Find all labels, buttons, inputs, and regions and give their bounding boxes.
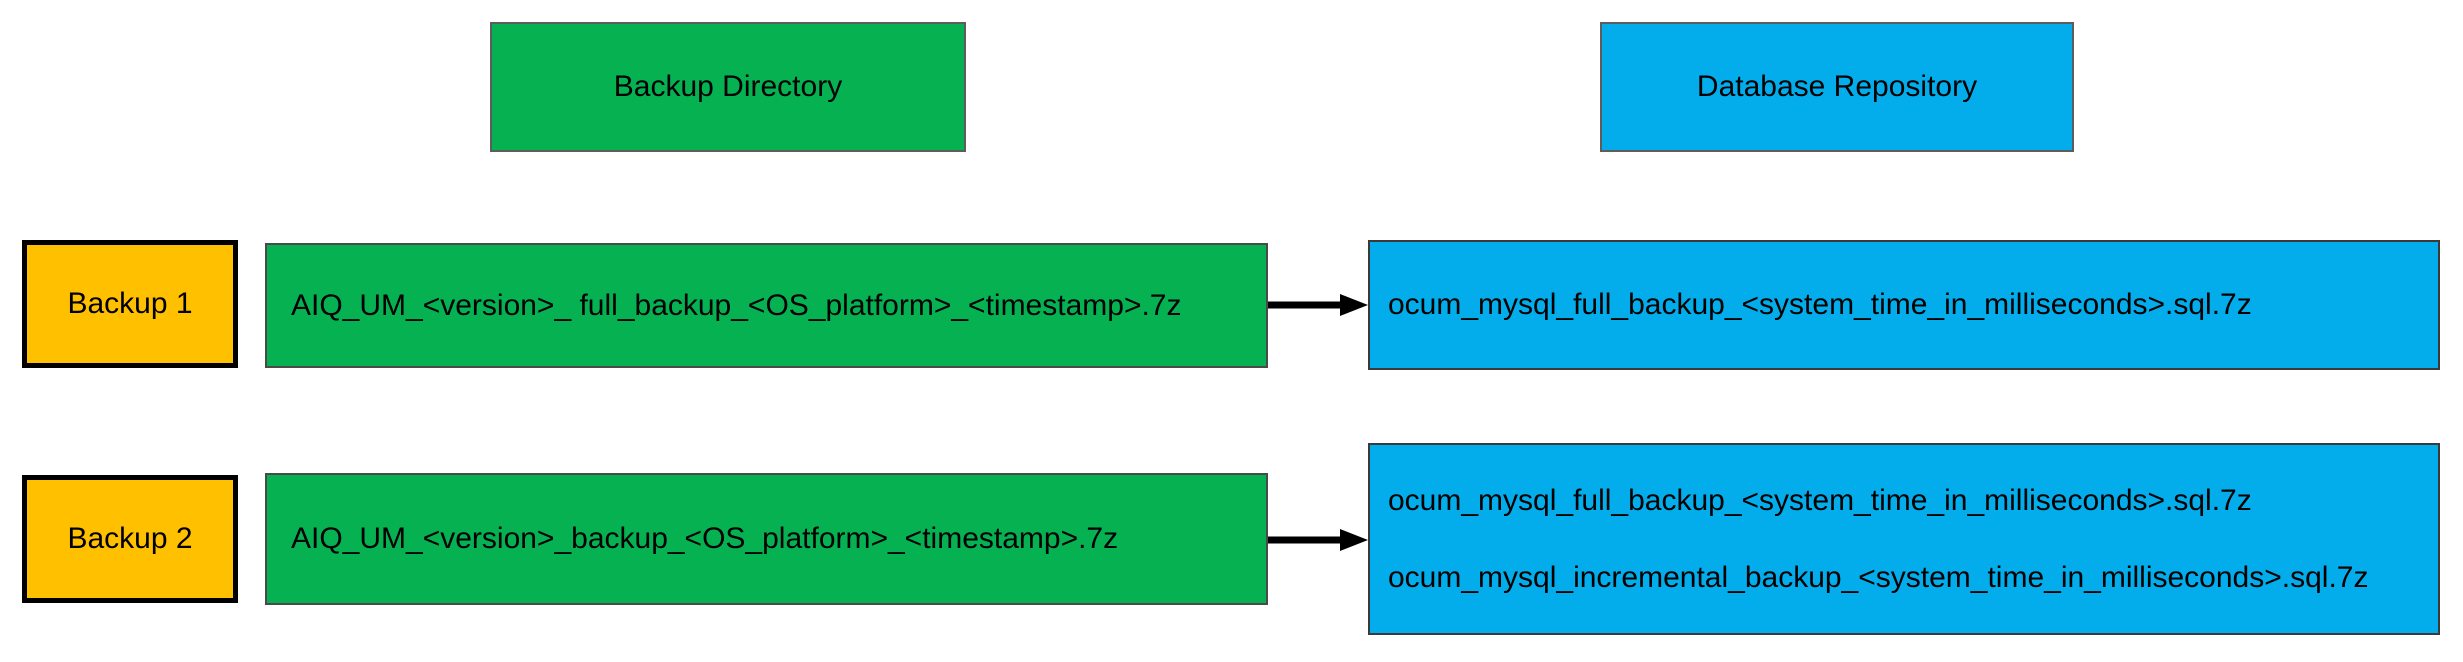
database-repository-file-backup-1-line-1: ocum_mysql_full_backup_<system_time_in_m… bbox=[1388, 288, 2252, 322]
arrow-backup-2 bbox=[1268, 528, 1370, 552]
backup-source-backup-2: Backup 2 bbox=[22, 475, 238, 603]
backup-source-backup-1: Backup 1 bbox=[22, 240, 238, 368]
column-header-database-repository: Database Repository bbox=[1600, 22, 2074, 152]
database-repository-file-backup-2-line-2: ocum_mysql_incremental_backup_<system_ti… bbox=[1388, 561, 2369, 594]
database-repository-files-backup-2: ocum_mysql_full_backup_<system_time_in_m… bbox=[1368, 443, 2440, 635]
backup-directory-file-backup-2-label: AIQ_UM_<version>_backup_<OS_platform>_<t… bbox=[291, 522, 1119, 556]
backup-directory-file-backup-2: AIQ_UM_<version>_backup_<OS_platform>_<t… bbox=[265, 473, 1268, 605]
column-header-database-repository-label: Database Repository bbox=[1696, 70, 1978, 104]
column-header-backup-directory: Backup Directory bbox=[490, 22, 966, 152]
column-header-backup-directory-label: Backup Directory bbox=[613, 70, 843, 104]
backup-source-backup-1-label: Backup 1 bbox=[67, 287, 193, 321]
arrow-backup-1 bbox=[1268, 293, 1370, 317]
backup-directory-file-backup-1-label: AIQ_UM_<version>_ full_backup_<OS_platfo… bbox=[291, 288, 1182, 322]
database-repository-file-backup-2-line-1: ocum_mysql_full_backup_<system_time_in_m… bbox=[1388, 483, 2252, 517]
backup-directory-file-backup-1: AIQ_UM_<version>_ full_backup_<OS_platfo… bbox=[265, 243, 1268, 368]
backup-source-backup-2-label: Backup 2 bbox=[67, 522, 193, 556]
database-repository-files-backup-1: ocum_mysql_full_backup_<system_time_in_m… bbox=[1368, 240, 2440, 370]
